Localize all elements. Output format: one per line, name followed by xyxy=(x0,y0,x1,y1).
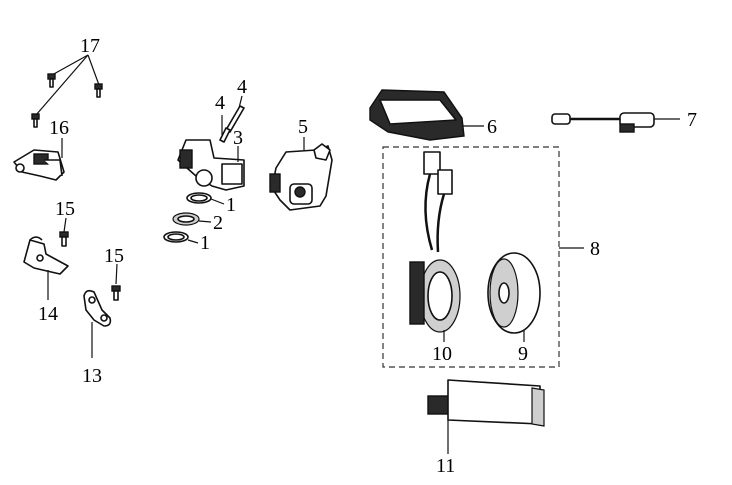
callout-15b: 15 xyxy=(104,245,124,267)
part-17-bolts xyxy=(31,54,103,128)
part-3-injector xyxy=(177,95,245,191)
part-7-sensor xyxy=(551,112,680,133)
callout-8: 8 xyxy=(590,238,600,260)
callout-labels: 17 16 15 15 14 13 4 4 3 1 2 1 5 6 7 8 9 … xyxy=(38,35,697,477)
callout-7: 7 xyxy=(687,109,697,131)
callout-5: 5 xyxy=(298,116,308,138)
callout-11: 11 xyxy=(436,455,455,477)
part-11-module xyxy=(427,379,545,454)
callout-9: 9 xyxy=(518,343,528,365)
part-15-bolts xyxy=(59,217,121,301)
part-6-ecu xyxy=(369,89,484,141)
callout-4b: 4 xyxy=(237,76,247,98)
callout-2: 2 xyxy=(213,212,223,234)
callout-16: 16 xyxy=(49,117,69,139)
callout-6: 6 xyxy=(487,116,497,138)
part-5-throttle-body xyxy=(269,137,333,211)
callout-10: 10 xyxy=(432,343,452,365)
part-1-2-rings xyxy=(163,192,225,244)
callout-17: 17 xyxy=(80,35,100,57)
callout-14: 14 xyxy=(38,303,58,325)
callout-4a: 4 xyxy=(215,92,225,114)
callout-1b: 1 xyxy=(200,232,210,254)
callout-1a: 1 xyxy=(226,194,236,216)
callout-15a: 15 xyxy=(55,198,75,220)
part-16-bracket xyxy=(13,138,65,181)
part-8-group xyxy=(382,146,584,368)
part-9-flywheel xyxy=(487,252,541,342)
part-14-bracket xyxy=(23,236,69,300)
callout-3: 3 xyxy=(233,127,243,149)
part-10-stator xyxy=(409,151,461,342)
callout-13: 13 xyxy=(82,365,102,387)
part-13-bracket xyxy=(83,289,112,358)
